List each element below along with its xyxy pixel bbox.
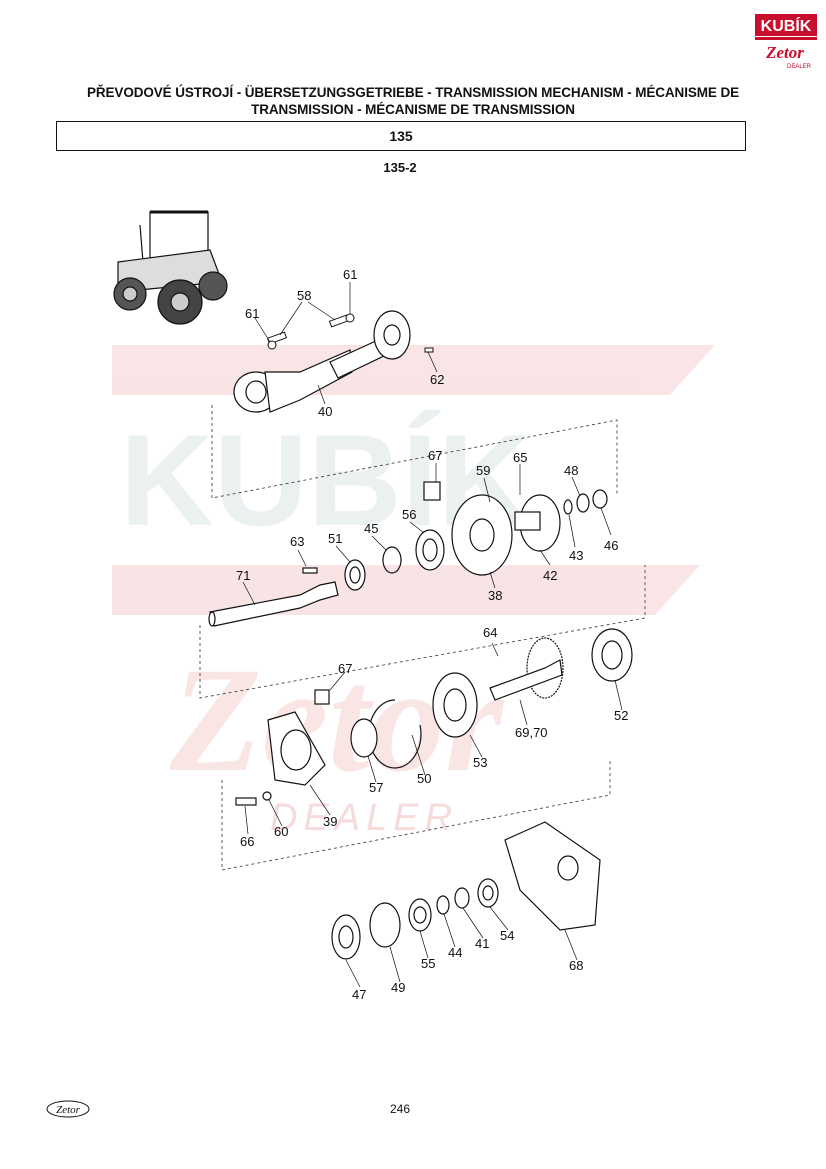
callout-51: 51 [328,531,342,546]
callout-54: 54 [500,928,514,943]
cover-38 [451,494,513,576]
logo-zetor-text: Zetor [765,43,804,62]
callout-69-70: 69,70 [515,725,548,740]
callout-61-right: 61 [343,267,357,282]
washers-41-44 [436,887,470,915]
subsection-number: 135-2 [383,160,417,175]
logo-dealer-text: DEALER [787,64,812,70]
page-number: 246 [389,1102,411,1116]
seal-56 [415,529,445,571]
housing-68 [504,821,601,931]
callout-60: 60 [274,824,288,839]
callout-59: 59 [476,463,490,478]
bearing-53 [432,672,478,738]
bearing-52 [591,628,633,682]
footer-logo-text: Zetor [56,1104,81,1116]
callout-71: 71 [236,568,250,583]
flange-42 [514,494,561,552]
callout-39: 39 [323,814,337,829]
callout-47: 47 [352,987,366,1002]
cardan-shaft-40 [233,310,411,413]
watermark-logo: KUBÍK Zetor DEALER [112,345,715,839]
callout-65: 65 [513,450,527,465]
callout-56: 56 [402,507,416,522]
callout-41: 41 [475,936,489,951]
callout-58: 58 [297,288,311,303]
tractor-illustration [113,210,228,325]
bearing-55 [408,898,432,932]
footer-zetor-logo: Zetor [46,1100,90,1118]
needle-bearing-54 [477,878,499,908]
callout-48: 48 [564,463,578,478]
logo-text: KUBÍK [761,16,812,35]
nut-47 [331,914,361,960]
bolts-58-61 [266,313,434,353]
callout-62: 62 [430,372,444,387]
callout-45: 45 [364,521,378,536]
plug-67-bottom [314,689,330,705]
callout-66: 66 [240,834,254,849]
callouts: 61 61 58 62 40 67 59 65 48 63 51 45 56 4… [236,267,628,1002]
bolt-66-washer-60 [235,791,272,806]
input-shaft-71 [208,567,339,627]
page-title: PŘEVODOVÉ ÚSTROJÍ - ÜBERSETZUNGSGETRIEBE… [86,85,740,117]
callout-68: 68 [569,958,583,973]
section-number: 135 [56,121,746,151]
exploded-parts-diagram: KUBÍK Zetor DEALER [112,210,715,1002]
callout-53: 53 [473,755,487,770]
callout-44: 44 [448,945,462,960]
plug-67-top [423,481,441,501]
circlip-50 [368,699,422,769]
lock-washer-49 [369,902,401,948]
callout-38: 38 [488,588,502,603]
callout-67-top: 67 [428,448,442,463]
bearing-51 [344,559,366,591]
callout-42: 42 [543,568,557,583]
callout-46: 46 [604,538,618,553]
leader-lines [242,282,623,988]
callout-57: 57 [369,780,383,795]
callout-55: 55 [421,956,435,971]
gear-69-70 [489,637,564,701]
washers-43-46-48 [563,489,608,515]
kubik-zetor-logo: KUBÍK Zetor DEALER [755,14,817,72]
callout-43: 43 [569,548,583,563]
callout-52: 52 [614,708,628,723]
callout-63: 63 [290,534,304,549]
callout-67-bottom: 67 [338,661,352,676]
ring-45 [382,546,402,574]
ring-57 [350,718,378,758]
assembly-frames [199,405,646,871]
callout-61-left: 61 [245,306,259,321]
callout-50: 50 [417,771,431,786]
cover-39 [267,711,326,786]
callout-40: 40 [318,404,332,419]
callout-49: 49 [391,980,405,995]
callout-64: 64 [483,625,497,640]
watermark-dealer: DEALER [270,797,458,839]
